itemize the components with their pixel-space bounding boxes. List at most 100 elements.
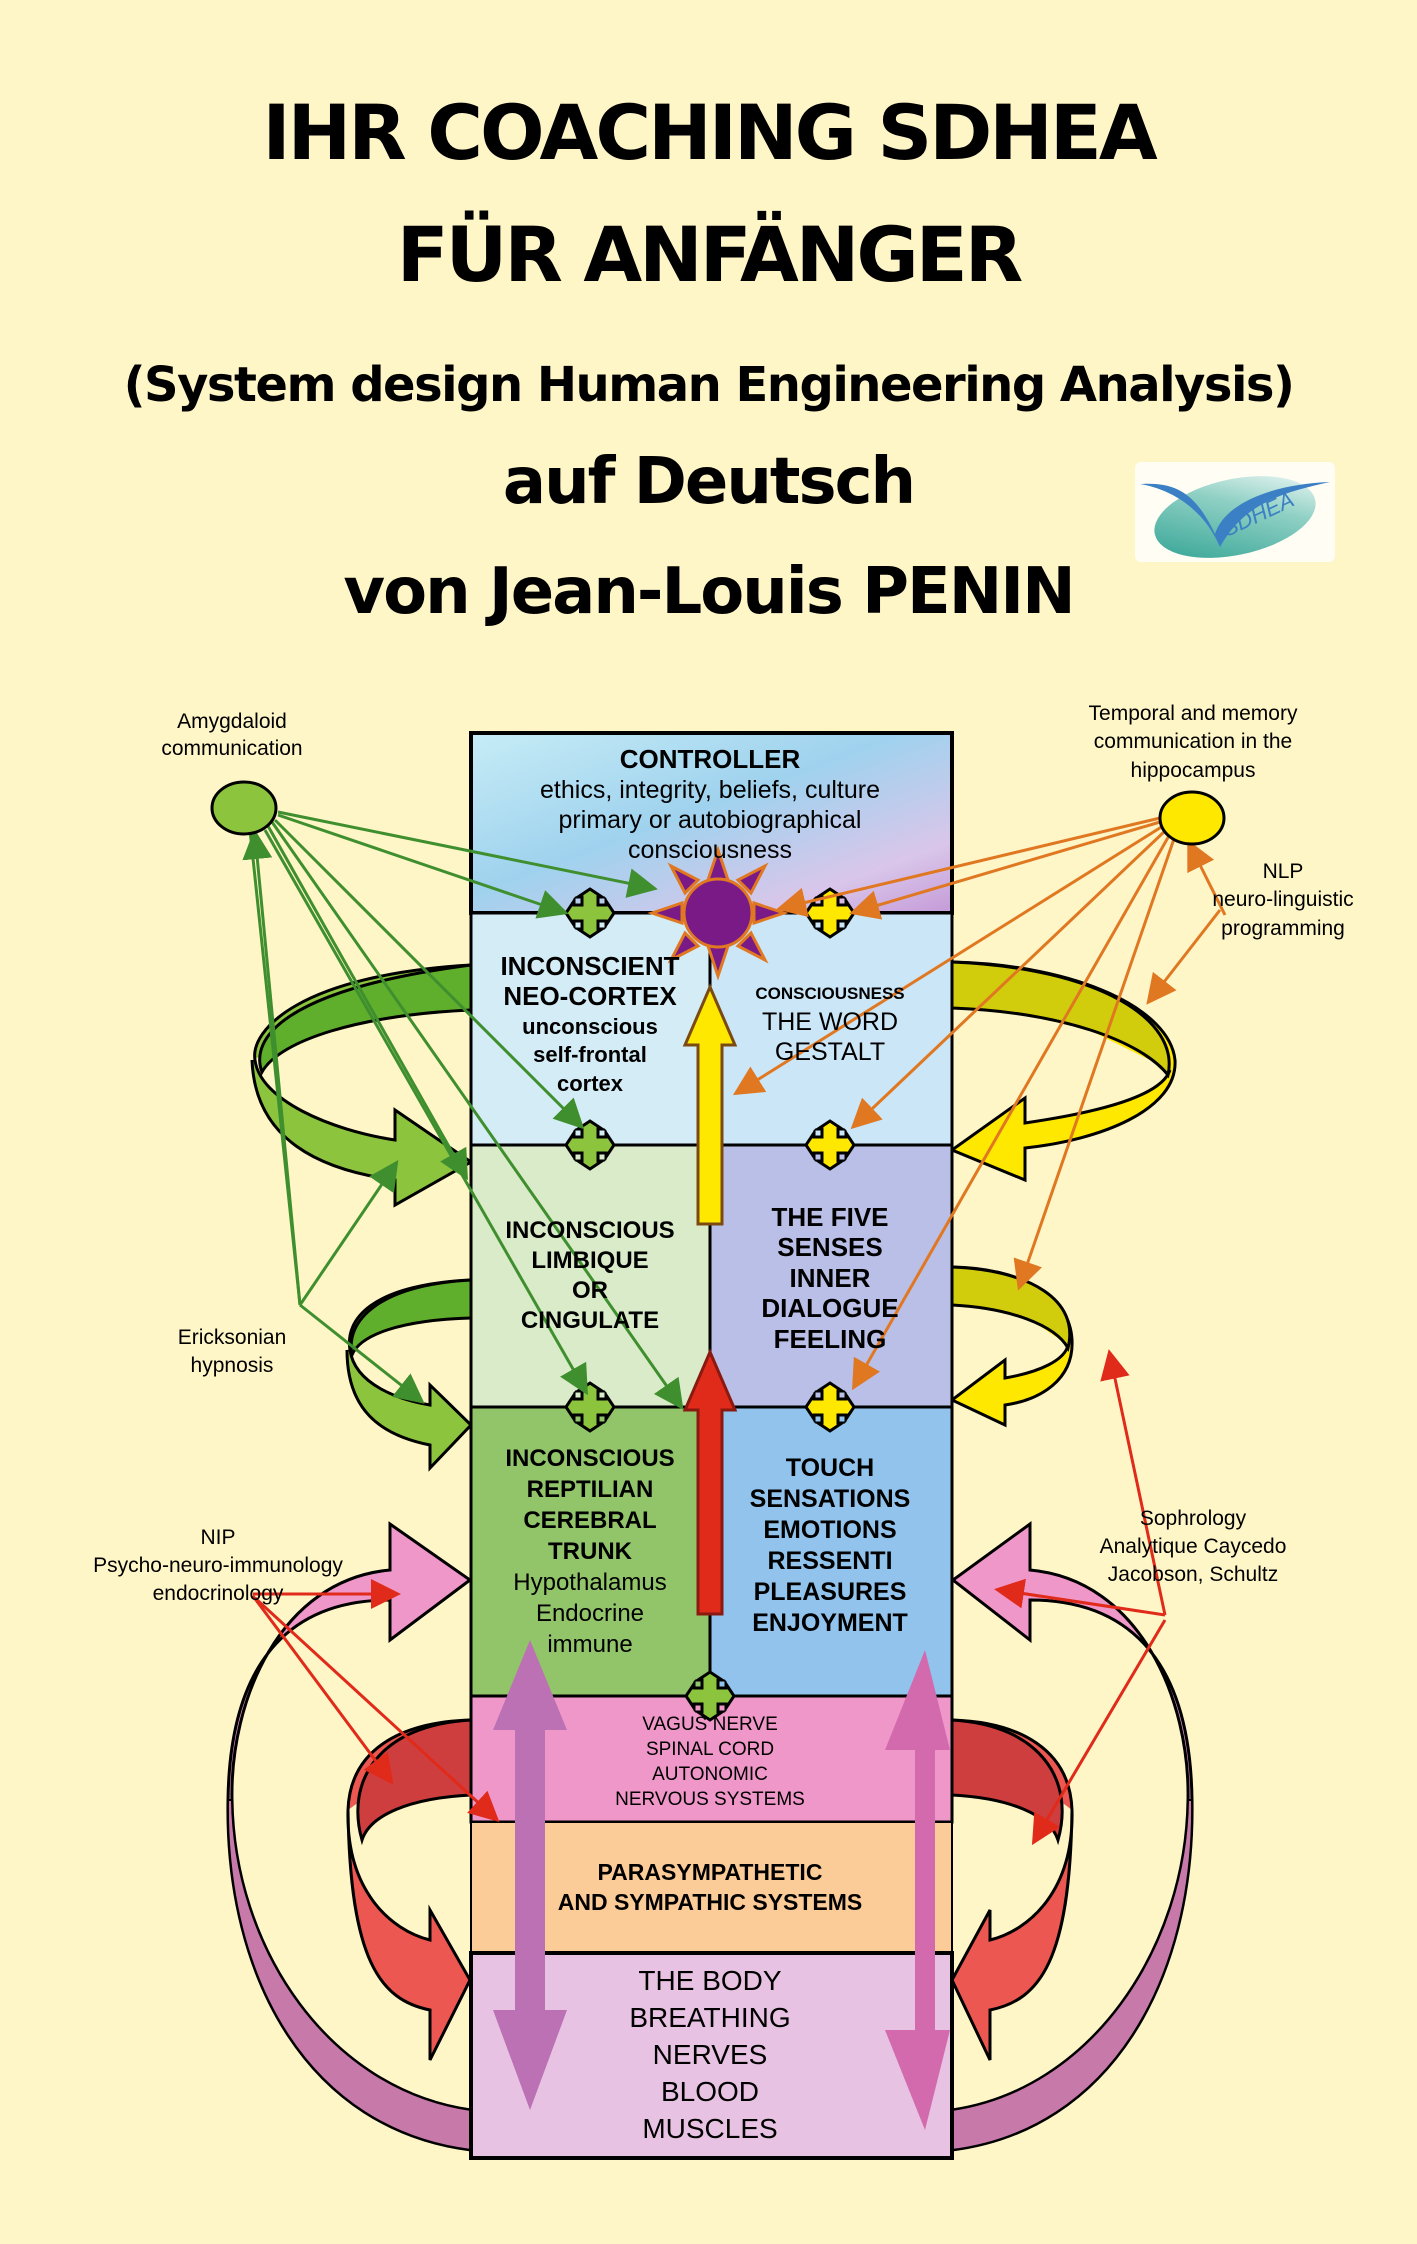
svg-text:NLP: NLP [1263, 860, 1304, 883]
book-author: von Jean-Louis PENIN [343, 555, 1075, 629]
four-way-arrow-icon [804, 1119, 856, 1171]
svg-text:Hypothalamus: Hypothalamus [513, 1569, 666, 1596]
vagus-text: VAGUS NERVE SPINAL CORD AUTONOMIC NERVOU… [615, 1714, 805, 1810]
svg-text:AND SYMPATHIC SYSTEMS: AND SYMPATHIC SYSTEMS [558, 1889, 863, 1915]
svg-text:SENSATIONS: SENSATIONS [750, 1485, 911, 1513]
svg-text:SPINAL CORD: SPINAL CORD [646, 1739, 774, 1760]
svg-text:CONTROLLER: CONTROLLER [620, 744, 801, 774]
svg-text:hypnosis: hypnosis [191, 1354, 274, 1377]
svg-text:NERVOUS SYSTEMS: NERVOUS SYSTEMS [615, 1789, 805, 1810]
svg-text:REPTILIAN: REPTILIAN [527, 1476, 654, 1503]
svg-text:CINGULATE: CINGULATE [521, 1307, 659, 1334]
svg-text:ENJOYMENT: ENJOYMENT [752, 1609, 908, 1637]
svg-text:programming: programming [1221, 917, 1345, 940]
annotation-amygdaloid: Amygdaloid communication [161, 710, 302, 760]
block-parasympathetic [470, 1821, 953, 1954]
svg-text:OR: OR [572, 1277, 608, 1304]
svg-text:GESTALT: GESTALT [775, 1038, 885, 1066]
svg-text:NERVES: NERVES [653, 2039, 768, 2070]
book-title-line-1: IHR COACHING SDHEA [262, 88, 1157, 177]
svg-text:unconscious: unconscious [522, 1014, 658, 1039]
block-neocortex [469, 911, 712, 1147]
four-way-arrow-icon [804, 887, 856, 939]
svg-text:ethics, integrity, beliefs, cu: ethics, integrity, beliefs, culture [540, 776, 880, 804]
svg-text:INCONSCIENT: INCONSCIENT [500, 951, 679, 981]
svg-text:NEO-CORTEX: NEO-CORTEX [503, 981, 677, 1011]
svg-text:INCONSCIOUS: INCONSCIOUS [505, 1217, 674, 1244]
svg-text:TOUCH: TOUCH [786, 1454, 874, 1482]
svg-text:TRUNK: TRUNK [548, 1538, 633, 1565]
svg-text:PLEASURES: PLEASURES [754, 1578, 907, 1606]
svg-text:THE WORD: THE WORD [762, 1008, 898, 1036]
svg-text:neuro-linguistic: neuro-linguistic [1212, 888, 1353, 911]
four-way-arrow-icon [564, 1119, 616, 1171]
svg-text:cortex: cortex [557, 1071, 624, 1096]
left-green-curved-arrow-upper [250, 963, 474, 1208]
svg-text:CEREBRAL: CEREBRAL [523, 1507, 656, 1534]
svg-text:Psycho-neuro-immunology: Psycho-neuro-immunology [93, 1554, 343, 1577]
annotation-temporal: Temporal and memory communication in the… [1089, 702, 1298, 782]
svg-text:INCONSCIOUS: INCONSCIOUS [505, 1445, 674, 1472]
svg-text:MUSCLES: MUSCLES [642, 2113, 777, 2144]
four-way-arrow-icon [564, 1381, 616, 1433]
sun-icon [647, 845, 789, 981]
touch-text: TOUCH SENSATIONS EMOTIONS RESSENTI PLEAS… [750, 1454, 911, 1637]
right-vertical-double-arrow [885, 1650, 950, 2130]
orange-links [732, 816, 1227, 1391]
svg-text:THE FIVE: THE FIVE [771, 1202, 888, 1232]
neocortex-text: INCONSCIENT NEO-CORTEX unconscious self-… [500, 951, 679, 1096]
svg-text:Sophrology: Sophrology [1140, 1507, 1247, 1530]
annotation-ericksonian: Ericksonian hypnosis [178, 1326, 287, 1377]
consciousness-text: CONSCIOUSNESS THE WORD GESTALT [755, 984, 904, 1066]
svg-text:VAGUS NERVE: VAGUS NERVE [642, 1714, 778, 1735]
red-links [251, 1349, 1167, 1846]
body-text: THE BODY BREATHING NERVES BLOOD MUSCLES [629, 1965, 790, 2144]
svg-text:AUTONOMIC: AUTONOMIC [652, 1764, 768, 1785]
svg-text:consciousness: consciousness [628, 836, 792, 864]
svg-text:endocrinology: endocrinology [153, 1582, 284, 1605]
svg-text:BREATHING: BREATHING [629, 2002, 790, 2033]
svg-text:primary or autobiographical: primary or autobiographical [559, 806, 862, 834]
limbique-text: INCONSCIOUS LIMBIQUE OR CINGULATE [505, 1217, 674, 1334]
logo-swoosh [1140, 482, 1330, 547]
svg-text:EMOTIONS: EMOTIONS [763, 1516, 896, 1544]
svg-text:Amygdaloid: Amygdaloid [177, 710, 287, 733]
block-touch [708, 1405, 954, 1698]
sdhea-logo: SDHEA [1135, 462, 1335, 562]
book-title-line-2: FÜR ANFÄNGER [396, 210, 1023, 299]
green-links [242, 810, 684, 1410]
book-language: auf Deutsch [502, 445, 916, 519]
svg-text:NIP: NIP [200, 1526, 235, 1549]
block-five-senses [708, 1143, 954, 1409]
block-body [469, 1951, 954, 2160]
svg-text:immune: immune [547, 1631, 632, 1658]
four-way-arrow-icon [804, 1381, 856, 1433]
svg-text:PARASYMPATHETIC: PARASYMPATHETIC [598, 1859, 823, 1885]
svg-text:Analytique Caycedo: Analytique Caycedo [1100, 1535, 1287, 1558]
left-red-curved-arrow [346, 1718, 473, 2061]
svg-text:DIALOGUE: DIALOGUE [761, 1293, 898, 1323]
book-subtitle: (System design Human Engineering Analysi… [123, 357, 1295, 413]
svg-text:self-frontal: self-frontal [533, 1042, 647, 1067]
hippocampus-node [1158, 790, 1226, 846]
svg-text:Jacobson, Schultz: Jacobson, Schultz [1108, 1563, 1278, 1586]
svg-text:CONSCIOUSNESS: CONSCIOUSNESS [755, 984, 904, 1003]
four-way-arrow-icon [684, 1670, 736, 1722]
svg-text:LIMBIQUE: LIMBIQUE [531, 1247, 648, 1274]
left-vertical-double-arrow [493, 1640, 567, 2110]
right-red-curved-arrow [950, 1718, 1074, 2061]
block-reptilian [469, 1405, 712, 1698]
right-yellow-curved-arrow-upper [948, 960, 1177, 1183]
svg-text:hippocampus: hippocampus [1131, 759, 1256, 782]
annotation-nlp: NLP neuro-linguistic programming [1212, 860, 1353, 940]
svg-text:RESSENTI: RESSENTI [767, 1547, 892, 1575]
svg-text:THE BODY: THE BODY [638, 1965, 781, 1996]
svg-text:Ericksonian: Ericksonian [178, 1326, 287, 1349]
controller-text: CONTROLLER ethics, integrity, beliefs, c… [540, 744, 880, 864]
svg-text:INNER: INNER [790, 1263, 871, 1293]
right-yellow-curved-arrow-lower [949, 1265, 1074, 1428]
svg-text:SENSES: SENSES [777, 1232, 883, 1262]
svg-text:FEELING: FEELING [774, 1324, 887, 1354]
reptilian-text: INCONSCIOUS REPTILIAN CEREBRAL TRUNK Hyp… [505, 1445, 674, 1658]
